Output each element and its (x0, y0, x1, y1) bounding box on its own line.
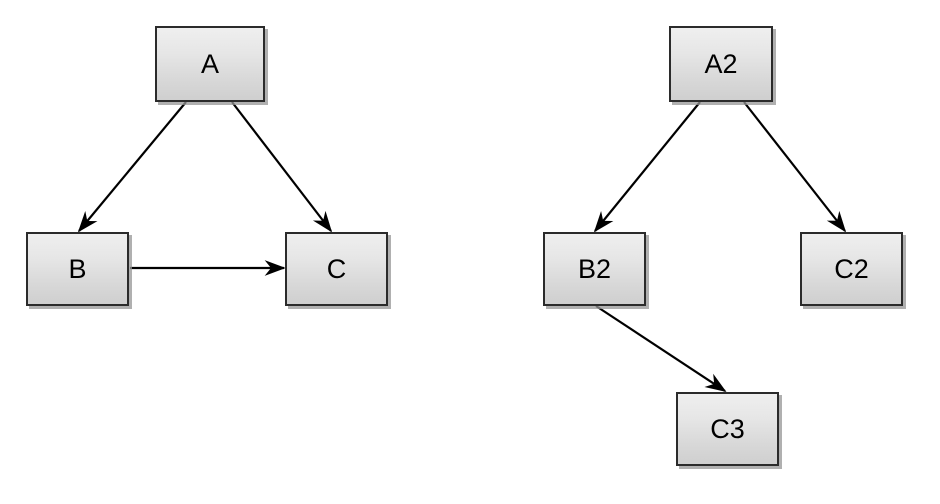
node-c3[interactable]: C3 (676, 392, 779, 466)
node-c[interactable]: C (285, 232, 388, 306)
node-b[interactable]: B (26, 232, 129, 306)
node-label-c: C (326, 253, 347, 284)
node-b2[interactable]: B2 (543, 232, 646, 306)
node-c2[interactable]: C2 (800, 232, 903, 306)
node-label-c3: C3 (710, 413, 745, 444)
node-label-b2: B2 (577, 253, 612, 284)
edges-group (77, 101, 847, 392)
node-a2[interactable]: A2 (669, 26, 773, 102)
edge-a2-b2[interactable] (593, 101, 701, 233)
node-label-a: A (200, 48, 219, 79)
node-label-b: B (68, 253, 87, 284)
edge-a-c[interactable] (231, 101, 333, 233)
edge-b2-c3[interactable] (595, 305, 727, 392)
node-a[interactable]: A (155, 26, 265, 102)
node-label-a2: A2 (704, 48, 738, 79)
node-label-c2: C2 (834, 253, 869, 284)
edge-a2-c2[interactable] (743, 101, 847, 233)
edge-a-b[interactable] (77, 101, 187, 233)
